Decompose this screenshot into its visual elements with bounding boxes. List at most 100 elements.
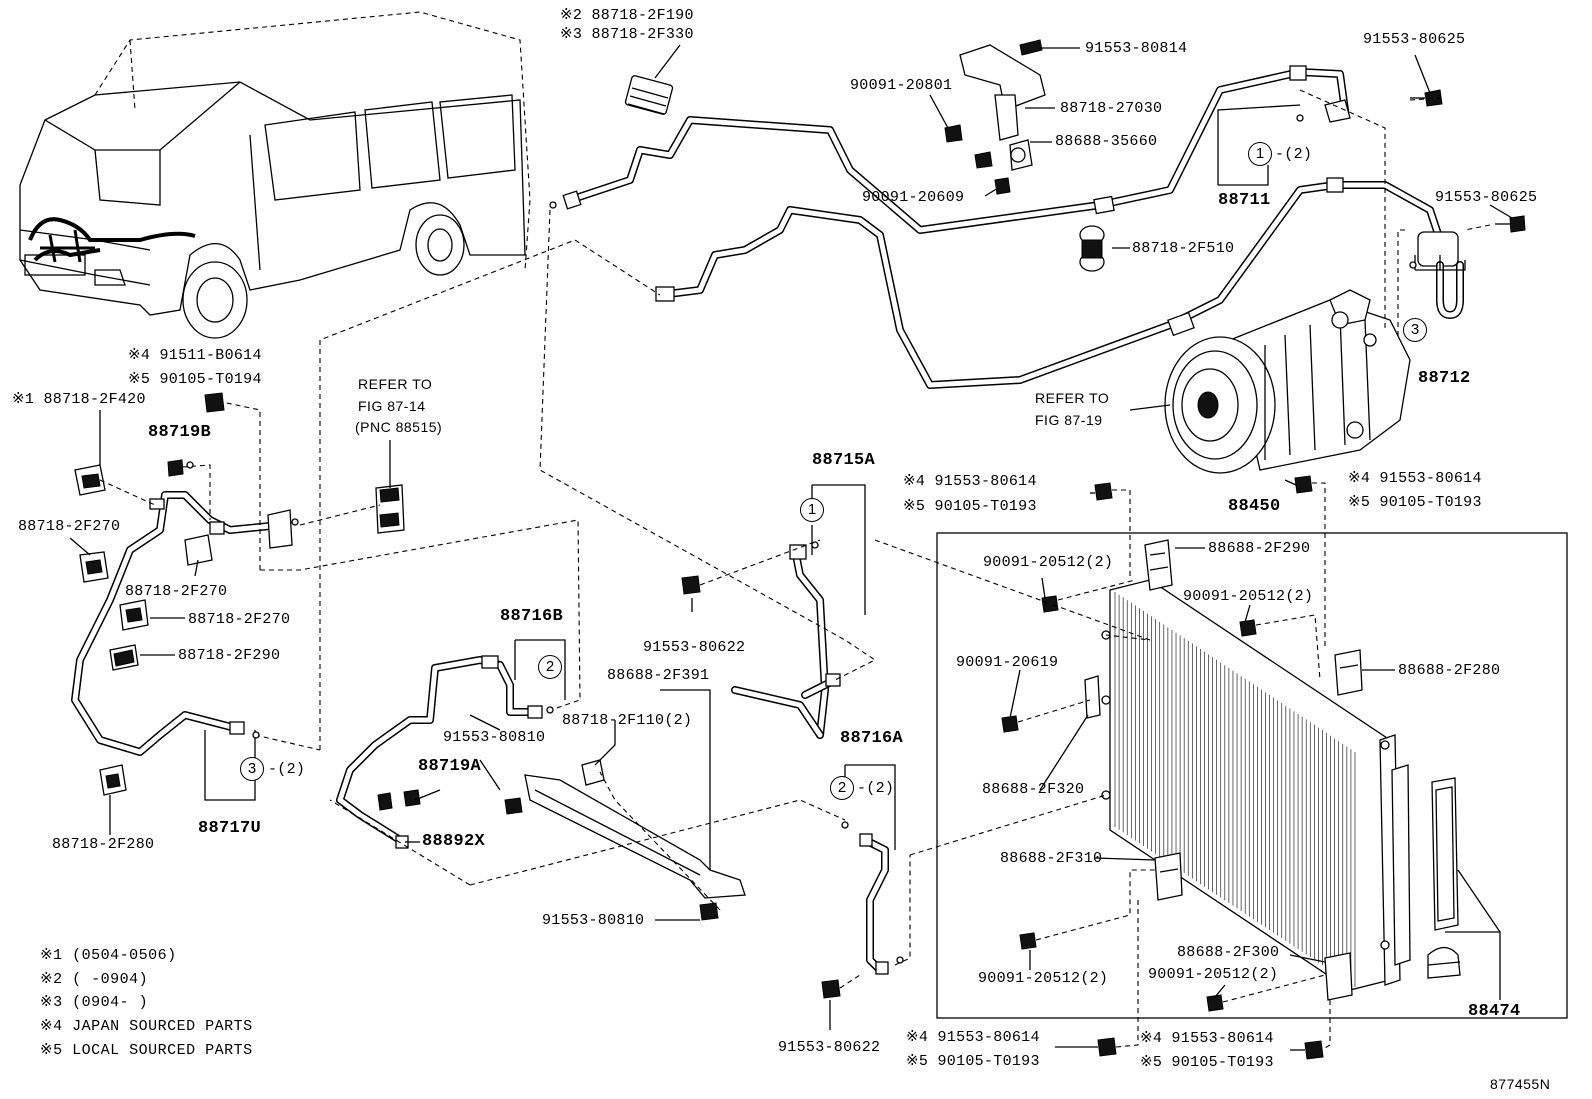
label-88688-2f320: 88688-2F320: [982, 781, 1085, 798]
label-88718-2f270-a: 88718-2F270: [18, 518, 121, 535]
expansion-valve-88515: [375, 484, 405, 534]
bracket-88688-2f290: [1144, 539, 1173, 591]
bracket-88688-2f391: [504, 759, 746, 921]
clip-88718-2f420: [74, 464, 106, 496]
bracket-88688-2f320: [1084, 675, 1101, 719]
label-88717u: 88717U: [198, 819, 262, 838]
label-88688-2f310: 88688-2F310: [1000, 850, 1103, 867]
label-88718-2f510: 88718-2F510: [1132, 240, 1235, 257]
label-88718-27030: 88718-27030: [1060, 100, 1163, 117]
callout-2-low: 2: [830, 776, 854, 800]
label-88688-35660: 88688-35660: [1055, 133, 1158, 150]
label-88716b: 88716B: [500, 607, 564, 626]
label-90105-t0193-a: ※5 90105-T0193: [903, 498, 1037, 515]
label-88719b: 88719B: [148, 423, 212, 442]
joint-markers: [186, 114, 1417, 964]
label-90091-20512-a: 90091-20512(2): [983, 554, 1114, 571]
label-90105-t0193-b: ※5 90105-T0193: [1348, 494, 1482, 511]
callout-2-mid: 2: [538, 655, 562, 679]
clip-88718-2f290-left: [109, 644, 139, 671]
pipe-88711-assembly: [562, 65, 1351, 234]
label-88688-2f280: 88688-2F280: [1398, 662, 1501, 679]
pipe-88716a-assembly: [859, 833, 889, 975]
refer-a-line3: (PNC 88515): [355, 419, 443, 435]
pipe-88716b-assembly: [336, 655, 543, 849]
label-91553-80814: 91553-80814: [1085, 40, 1188, 57]
leader-lines: [69, 44, 1513, 1051]
bolt-91553-80622-b: [821, 979, 841, 999]
label-88688-2f300: 88688-2F300: [1177, 944, 1280, 961]
pipe-88712-assembly: [655, 177, 1464, 389]
label-90105-t0194: ※5 90105-T0194: [128, 371, 262, 388]
clip-88718-2f270-a: [79, 551, 109, 583]
label-88688-2f391: 88688-2F391: [607, 667, 710, 684]
label-88718-2f270-c: 88718-2F270: [188, 611, 291, 628]
label-88474: 88474: [1468, 1002, 1521, 1021]
label-90091-20801: 90091-20801: [850, 77, 953, 94]
clip-88718-2f270-c: [119, 599, 149, 631]
clip-88718-2f280-left: [99, 764, 127, 796]
condenser-88450: [1101, 579, 1411, 991]
bolt-91553-80625-b: [1495, 215, 1526, 233]
callout-1-top-qty: -(2): [1275, 146, 1313, 163]
label-88450: 88450: [1228, 497, 1281, 516]
bracket-88688-2f300: [1324, 952, 1353, 1001]
compressor-illustration: [1164, 289, 1411, 474]
note-2: ※2 ( -0904): [40, 971, 149, 988]
bolt-88719b: [167, 459, 184, 477]
label-88718-2f420: ※1 88718-2F420: [12, 391, 146, 408]
label-88718-2f110: 88718-2F110(2): [562, 712, 693, 729]
clip-88718-2f190: [624, 75, 674, 115]
label-90091-20619: 90091-20619: [956, 654, 1059, 671]
label-88711: 88711: [1218, 191, 1271, 210]
label-88718-2f270-b: 88718-2F270: [125, 583, 228, 600]
label-88892x: 88892X: [422, 832, 486, 851]
clip-88718-2f270-b: [184, 534, 213, 566]
callout-1-mid: 1: [800, 498, 824, 522]
condenser-frame: [936, 532, 1568, 1019]
label-91553-80625-a: 91553-80625: [1363, 31, 1466, 48]
label-88718-2f290: 88718-2F290: [178, 647, 281, 664]
refer-b-line2: FIG 87-19: [1035, 412, 1103, 428]
label-90091-20512-c: 90091-20512(2): [978, 970, 1109, 987]
callout-1-top: 1: [1248, 142, 1272, 166]
condenser-bolts: [1001, 475, 1324, 1060]
refer-a-line2: FIG 87-14: [358, 398, 426, 414]
callout-3-left: 3: [240, 757, 264, 781]
label-88715a: 88715A: [812, 451, 876, 470]
pipe-88715a-assembly: [731, 544, 841, 739]
label-88712: 88712: [1418, 369, 1471, 388]
label-91511-b0614: ※4 91511-B0614: [128, 347, 262, 364]
label-88718-2f190: ※2 88718-2F190: [560, 7, 694, 24]
bracket-88718-27030: [944, 39, 1046, 195]
label-88688-2f290: 88688-2F290: [1208, 540, 1311, 557]
label-91553-80614-a: ※4 91553-80614: [903, 473, 1037, 490]
label-91553-80614-d: ※4 91553-80614: [1140, 1030, 1274, 1047]
label-91553-80614-b: ※4 91553-80614: [1348, 470, 1482, 487]
refer-b-line1: REFER TO: [1035, 390, 1110, 406]
refer-a-line1: REFER TO: [358, 376, 433, 392]
callout-2-low-qty: -(2): [857, 780, 895, 797]
bracket-88688-2f310: [1154, 852, 1183, 901]
label-91553-80622-b: 91553-80622: [778, 1039, 881, 1056]
label-91553-80810-a: 91553-80810: [443, 729, 546, 746]
note-3: ※3 (0904- ): [40, 994, 149, 1011]
label-88716a: 88716A: [840, 729, 904, 748]
bracket-88688-2f280: [1334, 649, 1363, 696]
receiver-88474: [1427, 777, 1461, 979]
callout-3-right: 3: [1403, 318, 1427, 342]
label-91553-80622-a: 91553-80622: [643, 639, 746, 656]
bolt-91511-b0614: [204, 392, 225, 413]
bolt-88719a: [377, 789, 421, 811]
label-91553-80625-b: 91553-80625: [1435, 189, 1538, 206]
label-88718-2f280: 88718-2F280: [52, 836, 155, 853]
note-5: ※5 LOCAL SOURCED PARTS: [40, 1042, 253, 1059]
label-91553-80614-c: ※4 91553-80614: [906, 1029, 1040, 1046]
label-91553-80810-b: 91553-80810: [542, 912, 645, 929]
pipe-88717u-assembly: [71, 491, 293, 756]
label-88719a: 88719A: [418, 757, 482, 776]
label-88718-2f330: ※3 88718-2F330: [560, 26, 694, 43]
figure-id: 877455N: [1490, 1076, 1551, 1092]
dashed-leaders: [99, 89, 1491, 1050]
